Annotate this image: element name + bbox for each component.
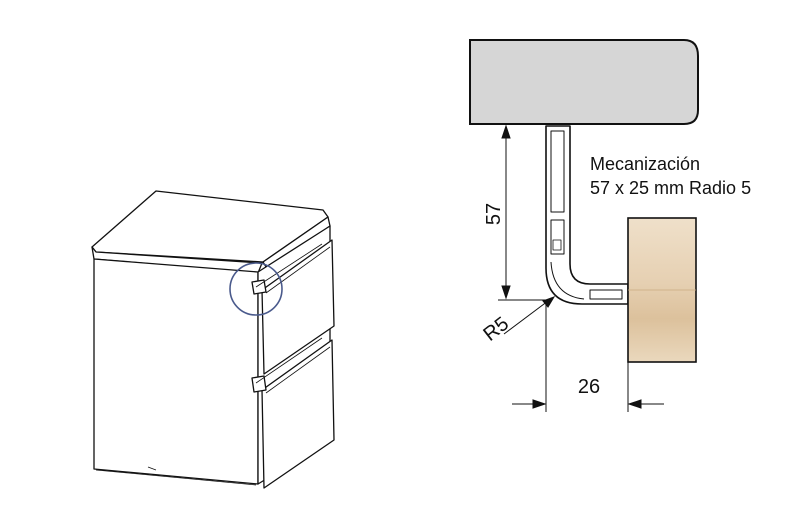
cabinet-handle-groove-upper <box>251 279 267 295</box>
cabinet-drawer-upper <box>261 239 335 375</box>
aluminium-profile <box>545 125 629 305</box>
dimension-radius-label: R5 <box>479 313 513 346</box>
cabinet-handle-groove-lower <box>251 375 267 393</box>
dimension-width <box>512 304 664 412</box>
worktop-section <box>469 39 699 125</box>
cabinet-drawer-lower <box>261 339 335 489</box>
annotation-line-2: 57 x 25 mm Radio 5 <box>590 178 751 198</box>
cabinet-illustration <box>91 190 335 489</box>
dimension-width-label: 26 <box>578 376 600 398</box>
cabinet-front-panel <box>93 258 259 485</box>
annotation-line-1: Mecanización <box>590 154 700 174</box>
dimension-height-label: 57 <box>483 203 505 225</box>
detail-circle <box>229 262 283 316</box>
cabinet-worktop-front <box>91 246 263 274</box>
dimension-height <box>498 123 546 301</box>
